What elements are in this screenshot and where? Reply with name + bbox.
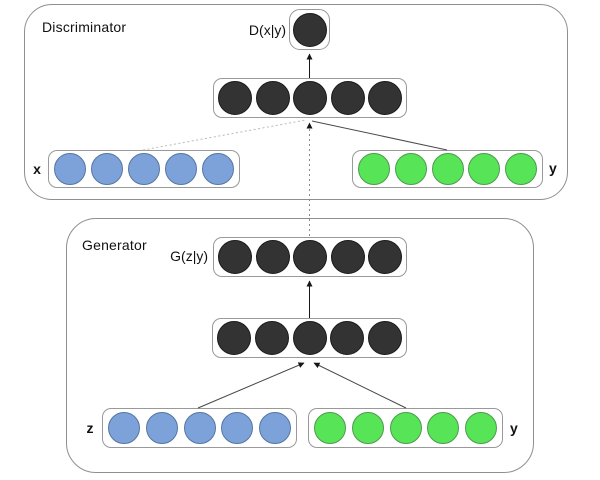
x-label: x	[33, 161, 41, 177]
z-label: z	[86, 420, 94, 436]
dark-node	[255, 81, 290, 115]
dark-node	[217, 321, 251, 355]
dark-node	[368, 240, 402, 274]
dark-node	[368, 81, 402, 115]
discriminator-y-input-layer	[352, 150, 543, 188]
discriminator-output-node-box	[289, 9, 330, 50]
blue-node	[259, 412, 291, 444]
discriminator-y-label: y	[549, 160, 557, 176]
discriminator-output-label: D(x|y)	[248, 22, 286, 38]
generator-z-input-layer	[102, 408, 297, 448]
green-node	[351, 412, 384, 444]
dark-node	[330, 240, 365, 274]
dark-node	[218, 81, 252, 115]
generator-output-label: G(z|y)	[170, 248, 208, 264]
dark-node	[293, 81, 327, 115]
green-node	[431, 153, 464, 185]
blue-node	[145, 412, 178, 444]
dark-node	[218, 240, 252, 274]
green-node	[314, 412, 346, 444]
dark-node	[255, 240, 290, 274]
generator-y-input-layer	[308, 408, 503, 448]
generator-y-label: y	[510, 420, 518, 436]
discriminator-title: Discriminator	[42, 19, 127, 35]
blue-node	[128, 153, 160, 185]
blue-node	[221, 412, 254, 444]
dark-node	[330, 81, 365, 115]
green-node	[389, 412, 422, 444]
blue-node	[183, 412, 216, 444]
green-node	[468, 153, 501, 185]
blue-node	[54, 153, 86, 185]
blue-node	[165, 153, 197, 185]
dark-node	[330, 321, 365, 355]
discriminator-hidden-layer	[213, 78, 407, 118]
dark-node	[292, 321, 327, 355]
dark-node	[368, 321, 402, 355]
dark-node	[254, 321, 289, 355]
blue-node	[202, 153, 234, 185]
discriminator-x-input-layer	[48, 150, 240, 188]
blue-node	[108, 412, 140, 444]
dark-node	[292, 12, 327, 47]
blue-node	[91, 153, 123, 185]
green-node	[394, 153, 427, 185]
generator-title: Generator	[82, 237, 147, 253]
dark-node	[293, 240, 327, 274]
generator-output-layer	[213, 237, 407, 277]
green-node	[427, 412, 460, 444]
green-node	[465, 412, 497, 444]
green-node	[505, 153, 537, 185]
generator-hidden-layer	[212, 318, 407, 358]
green-node	[358, 153, 390, 185]
